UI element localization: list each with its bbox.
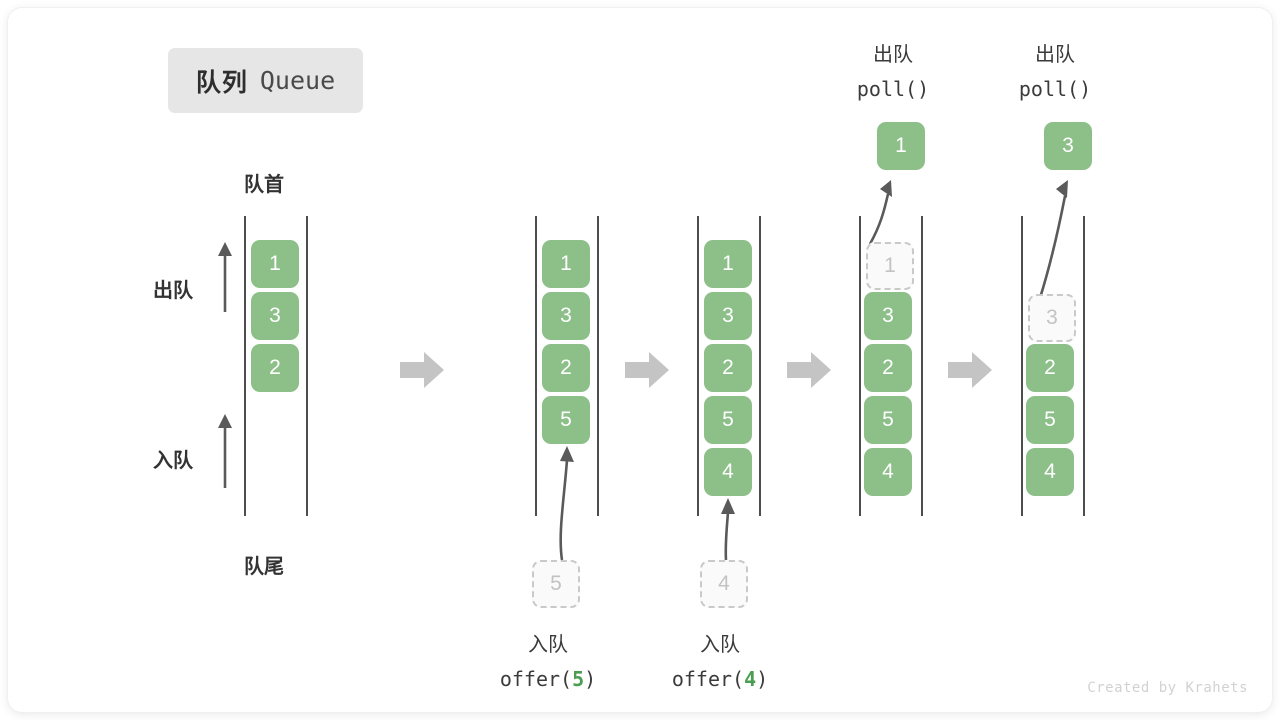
rear-label: 队尾 (244, 556, 284, 578)
queue-rail-left-3 (697, 216, 699, 516)
diagram-canvas: 队列 Queue 队首 队尾 出队 入队 1 3 2 1 3 2 5 5 (8, 8, 1272, 712)
queue-cell-new: 5 (542, 396, 590, 444)
step-arrow-icon (400, 350, 444, 390)
queue-rail-right-4 (921, 216, 923, 516)
offer-5-cn: 入队 (528, 634, 568, 656)
queue-cell: 4 (1026, 448, 1074, 496)
watermark: Created by Krahets (1087, 680, 1248, 696)
queue-rail-right-5 (1083, 216, 1085, 516)
poll-3-label: 出队 poll() (980, 38, 1130, 106)
queue-cell: 4 (864, 448, 912, 496)
queue-rail-left-1 (244, 216, 246, 516)
title-en: Queue (259, 66, 336, 95)
offer-5-code-pre: offer( (499, 667, 573, 691)
queue-rail-left-5 (1021, 216, 1023, 516)
title-badge: 队列 Queue (168, 48, 363, 113)
queue-cell: 3 (542, 292, 590, 340)
popped-cell: 3 (1044, 122, 1092, 170)
step-arrow-icon (948, 350, 992, 390)
queue-cell: 5 (1026, 396, 1074, 444)
queue-cell: 2 (704, 344, 752, 392)
dequeue-direction-arrow (214, 240, 236, 312)
queue-cell: 3 (251, 292, 299, 340)
queue-cell: 2 (1026, 344, 1074, 392)
queue-cell: 3 (704, 292, 752, 340)
offer-4-code-num: 4 (744, 667, 757, 691)
offer-arrow-4 (708, 490, 748, 562)
queue-cell: 1 (542, 240, 590, 288)
offer-5-label: 入队 offer(5) (448, 628, 648, 696)
poll-1-code: poll() (856, 77, 930, 101)
queue-cell: 1 (251, 240, 299, 288)
offer-5-code-num: 5 (572, 667, 585, 691)
ghost-cell-offer: 4 (700, 560, 748, 608)
offer-5-code: offer(5) (448, 662, 648, 696)
ghost-cell-offer: 5 (532, 560, 580, 608)
queue-cell-new: 4 (704, 448, 752, 496)
title-cn: 队列 (195, 68, 248, 97)
ghost-cell-removed: 1 (866, 242, 914, 290)
queue-rail-right-3 (759, 216, 761, 516)
offer-4-code: offer(4) (620, 662, 820, 696)
queue-cell: 3 (864, 292, 912, 340)
queue-rail-left-2 (535, 216, 537, 516)
queue-cell: 5 (864, 396, 912, 444)
queue-cell: 5 (704, 396, 752, 444)
ghost-cell-removed: 3 (1028, 294, 1076, 342)
offer-arrow-5 (538, 438, 598, 563)
offer-5-code-post: ) (584, 667, 597, 691)
poll-1-label: 出队 poll() (818, 38, 968, 106)
enqueue-side-label: 入队 (153, 450, 193, 472)
queue-cell: 2 (251, 344, 299, 392)
offer-4-cn: 入队 (700, 634, 740, 656)
step-arrow-icon (787, 350, 831, 390)
offer-4-code-post: ) (756, 667, 769, 691)
front-label: 队首 (244, 174, 284, 196)
queue-rail-right-2 (597, 216, 599, 516)
enqueue-direction-arrow (214, 412, 236, 488)
popped-cell: 1 (877, 122, 925, 170)
queue-rail-left-4 (859, 216, 861, 516)
step-arrow-icon (625, 350, 669, 390)
queue-rail-right-1 (306, 216, 308, 516)
poll-1-cn: 出队 (873, 44, 913, 66)
queue-cell: 2 (542, 344, 590, 392)
poll-3-cn: 出队 (1035, 44, 1075, 66)
queue-cell: 2 (864, 344, 912, 392)
poll-3-code: poll() (1018, 77, 1092, 101)
offer-4-code-pre: offer( (671, 667, 745, 691)
poll-arrow-3 (1018, 174, 1078, 300)
queue-cell: 1 (704, 240, 752, 288)
poll-arrow-1 (856, 174, 906, 246)
offer-4-label: 入队 offer(4) (620, 628, 820, 696)
dequeue-side-label: 出队 (153, 280, 193, 302)
